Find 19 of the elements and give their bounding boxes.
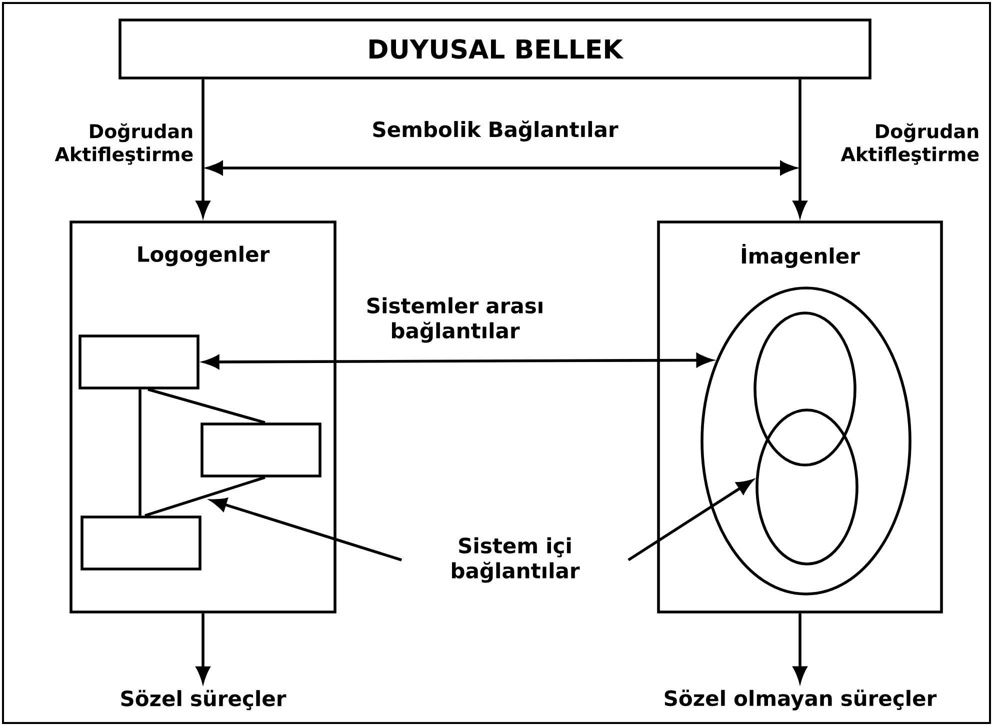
outer-ellipse bbox=[700, 286, 912, 596]
inner-ellipse bbox=[756, 408, 858, 566]
small-box bbox=[80, 516, 202, 570]
connector-line bbox=[148, 388, 266, 424]
memory-box: DUYUSAL BELLEK bbox=[118, 18, 872, 80]
connector-line bbox=[144, 476, 266, 517]
output-label: Sözel olmayan süreçler bbox=[664, 690, 937, 710]
edge-label: Doğrudan Aktifleştirme bbox=[840, 123, 979, 165]
inner-ellipse bbox=[754, 312, 856, 466]
arrow bbox=[628, 480, 753, 562]
panel-box: İmagenler bbox=[657, 220, 943, 614]
small-box bbox=[200, 422, 322, 478]
edge-label: Doğrudan Aktifleştirme bbox=[54, 123, 193, 165]
output-label: Sözel süreçler bbox=[121, 690, 286, 710]
leader-text: Sistem içi bağlantılar bbox=[452, 537, 580, 583]
edge-label: Sembolik Bağlantılar bbox=[373, 120, 618, 142]
edge-label: Sistemler arası bağlantılar bbox=[367, 297, 542, 343]
small-box bbox=[78, 334, 200, 390]
connector-line bbox=[138, 389, 142, 516]
